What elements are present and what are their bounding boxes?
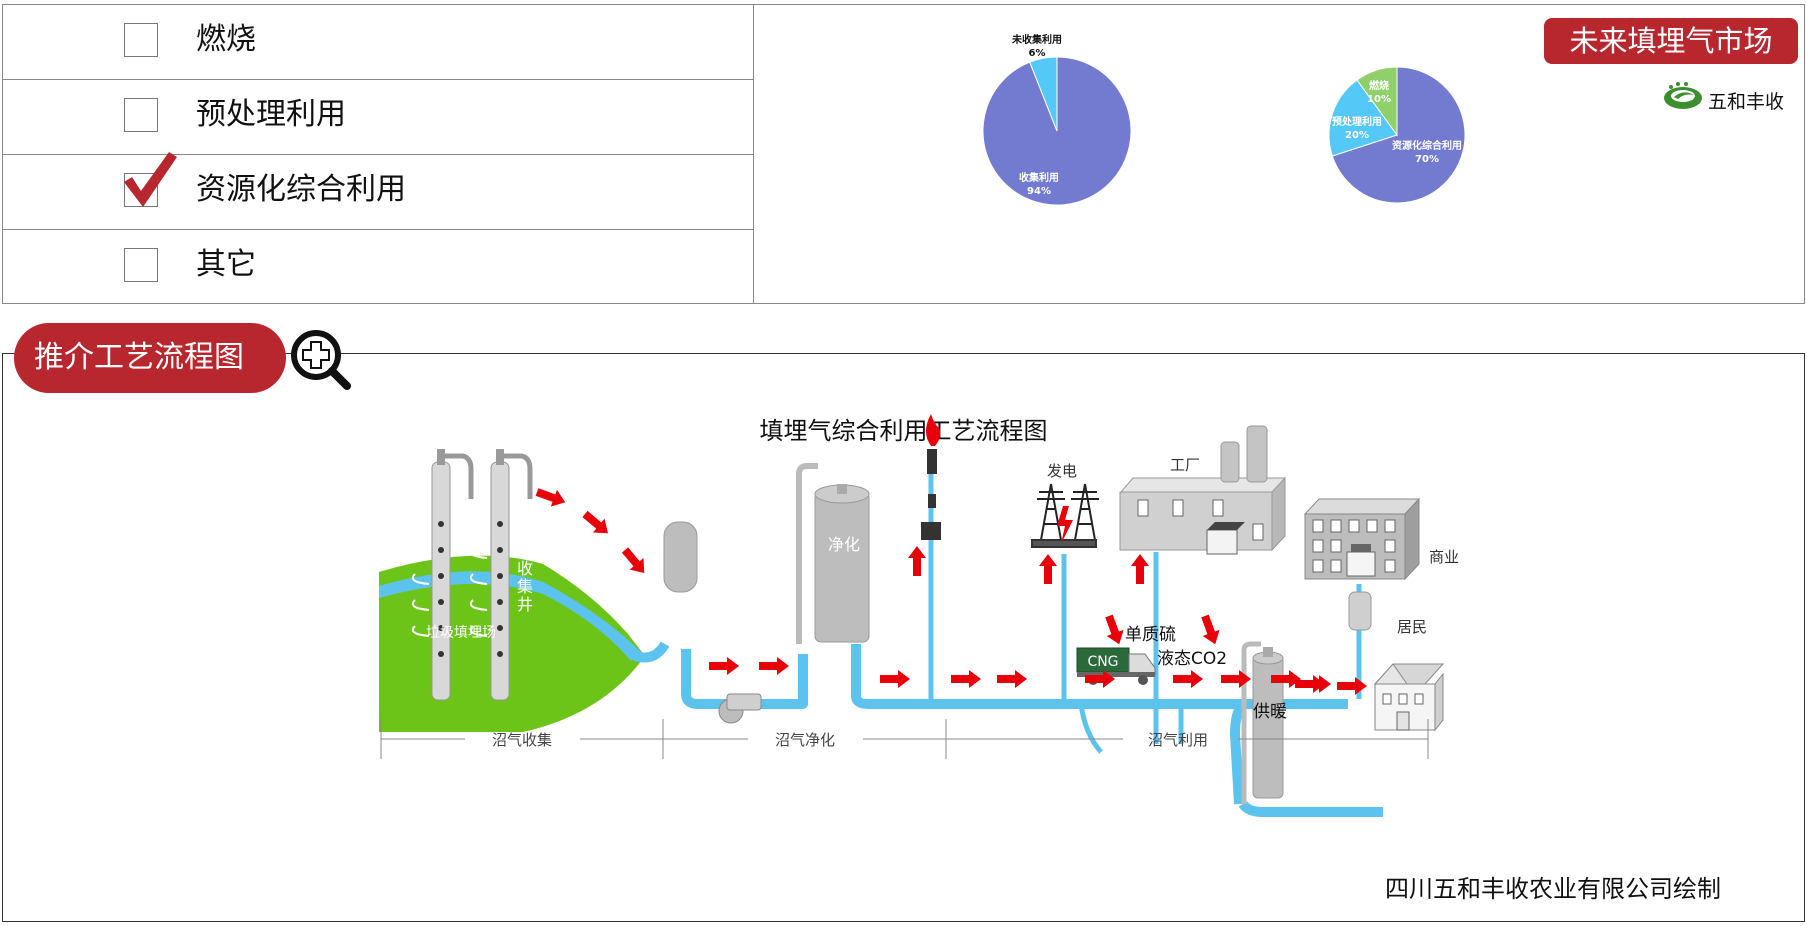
pie-slice xyxy=(1029,56,1058,132)
residential-house xyxy=(1373,663,1445,732)
gas-pipeline xyxy=(633,641,1383,817)
company-logo-icon xyxy=(1664,82,1702,109)
pie-slice-label: 预处理利用 xyxy=(1332,115,1382,128)
credit-text: 四川五和丰收农业有限公司绘制 xyxy=(1385,875,1721,903)
power-pylon-icon xyxy=(1031,483,1099,548)
option-label-resource: 资源化综合利用 xyxy=(196,172,406,207)
pie-slice-value: 94% xyxy=(1027,186,1051,197)
flame-icon xyxy=(926,414,941,446)
lightning-icon xyxy=(1057,506,1073,544)
option-checkbox-other[interactable] xyxy=(124,248,158,282)
gas-layer xyxy=(379,571,643,661)
pie-slice-value: 70% xyxy=(1415,154,1439,165)
option-table: 燃烧 预处理利用 资源化综合利用 其它 xyxy=(2,4,754,304)
branch-pipes xyxy=(928,474,1362,754)
landfill-label: 垃圾填埋场 xyxy=(426,625,496,641)
option-row-pretreat[interactable]: 预处理利用 xyxy=(3,80,753,155)
purification-tower xyxy=(796,463,870,644)
power-label: 发电 xyxy=(1047,462,1077,480)
option-checkbox-pretreat[interactable] xyxy=(124,98,158,132)
stage-scale xyxy=(380,719,1429,759)
factory-label: 工厂 xyxy=(1170,456,1200,474)
heating-label: 供暖 xyxy=(1253,702,1287,722)
option-row-burn[interactable]: 燃烧 xyxy=(3,5,753,80)
commercial-building xyxy=(1303,497,1421,631)
pie-slice-label: 收集利用 xyxy=(1019,171,1059,184)
collection-well-1 xyxy=(431,449,474,701)
pie-slice-value: 20% xyxy=(1345,130,1369,141)
gs-label: GS xyxy=(541,511,564,530)
diagram-title: 填埋气综合利用工艺流程图 xyxy=(759,417,1048,445)
option-label-other: 其它 xyxy=(196,247,256,282)
stage-use-label: 沼气利用 xyxy=(1148,731,1208,749)
commerce-label: 商业 xyxy=(1429,548,1459,566)
pie-slice xyxy=(1328,79,1398,157)
flow-arrows xyxy=(535,488,1367,695)
gas-migration-arrows xyxy=(411,521,488,637)
pie-chart-current: 收集利用 94% 未收集利用 6% xyxy=(982,33,1132,206)
residents-label: 居民 xyxy=(1397,618,1427,636)
cng-truck: CNG xyxy=(1076,647,1156,685)
pie-slice-value: 10% xyxy=(1367,94,1391,105)
process-panel: 填埋气综合利用工艺流程图 xyxy=(2,353,1805,922)
pie-slice-label: 未收集利用 xyxy=(1011,33,1062,46)
co2-label: 液态CO2 xyxy=(1157,649,1227,669)
option-label-pretreat: 预处理利用 xyxy=(196,97,346,132)
separator-vessel xyxy=(663,521,698,593)
option-checkbox-burn[interactable] xyxy=(124,23,158,57)
stage-purify-label: 沼气净化 xyxy=(775,731,835,749)
collection-well-2 xyxy=(490,449,533,701)
option-row-other[interactable]: 其它 xyxy=(3,230,753,305)
pie-charts: 收集利用 94% 未收集利用 6% 资源化综合利用 70% 预处理利用 20% 燃烧 10% xyxy=(982,33,1466,206)
pie-slice xyxy=(1331,66,1466,204)
market-panel: 收集利用 94% 未收集利用 6% 资源化综合利用 70% 预处理利用 20% 燃烧 10% 未… xyxy=(754,4,1805,304)
purify-label: 净化 xyxy=(828,535,860,554)
cng-label: CNG xyxy=(1087,654,1118,670)
pie-slice xyxy=(1356,66,1398,137)
stage-collect-label: 沼气收集 xyxy=(492,731,552,749)
company-logo-text: 五和丰收 xyxy=(1708,91,1785,113)
option-row-resource[interactable]: 资源化综合利用 xyxy=(3,152,753,230)
pie-slice-value: 6% xyxy=(1029,48,1046,59)
wells-label: 沼气收集井 xyxy=(517,523,534,614)
pie-chart-future: 资源化综合利用 70% 预处理利用 20% 燃烧 10% xyxy=(1328,66,1466,204)
sulfur-label: 单质硫 xyxy=(1125,625,1176,645)
pie-slice-label: 燃烧 xyxy=(1369,79,1389,92)
heating-tower xyxy=(1241,641,1284,804)
option-label-burn: 燃烧 xyxy=(196,22,256,57)
pie-slice-label: 资源化综合利用 xyxy=(1392,139,1462,152)
checkmark-icon xyxy=(124,152,177,207)
section-title: 推介工艺流程图 xyxy=(14,323,286,393)
factory-building xyxy=(1119,425,1287,555)
flare-stack xyxy=(921,414,941,540)
blower-equipment xyxy=(718,693,762,724)
zoom-in-icon[interactable] xyxy=(287,326,353,392)
process-flow-diagram: CNG 垃圾填埋场 GS 净化 发 xyxy=(379,414,1459,817)
market-title: 未来填埋气市场 xyxy=(1544,18,1798,64)
